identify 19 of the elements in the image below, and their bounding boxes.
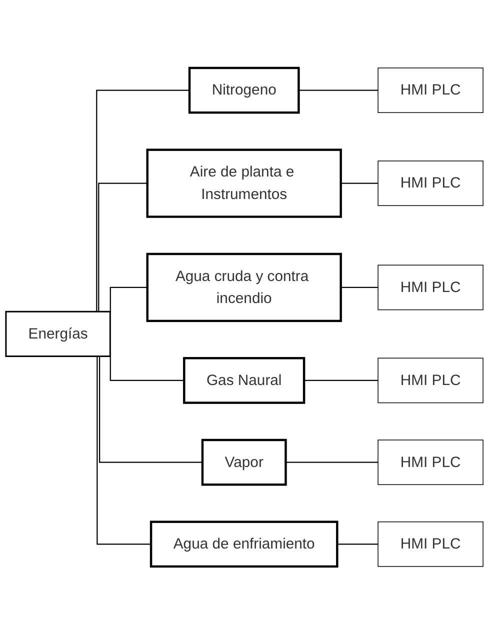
node-box: HMI PLC	[378, 358, 484, 403]
node-box: Agua de enfriamiento	[150, 520, 338, 568]
node-box: Vapor	[201, 438, 287, 486]
connector	[298, 90, 378, 91]
connector	[286, 462, 378, 463]
node-box: Agua cruda y contra incendio	[146, 252, 342, 322]
connector	[304, 380, 378, 381]
connector	[337, 543, 378, 544]
connector	[340, 182, 378, 184]
node-box: Nitrogeno	[188, 66, 300, 114]
node-box: HMI PLC	[378, 67, 484, 113]
connector	[340, 286, 378, 288]
node-box: Energías	[5, 310, 111, 357]
node-box: HMI PLC	[378, 439, 484, 485]
node-box: Aire de planta e Instrumentos	[146, 148, 342, 218]
node-box: Gas Naural	[183, 356, 306, 404]
node-box: HMI PLC	[378, 160, 484, 206]
node-box: HMI PLC	[378, 521, 484, 567]
node-box: HMI PLC	[378, 264, 484, 310]
